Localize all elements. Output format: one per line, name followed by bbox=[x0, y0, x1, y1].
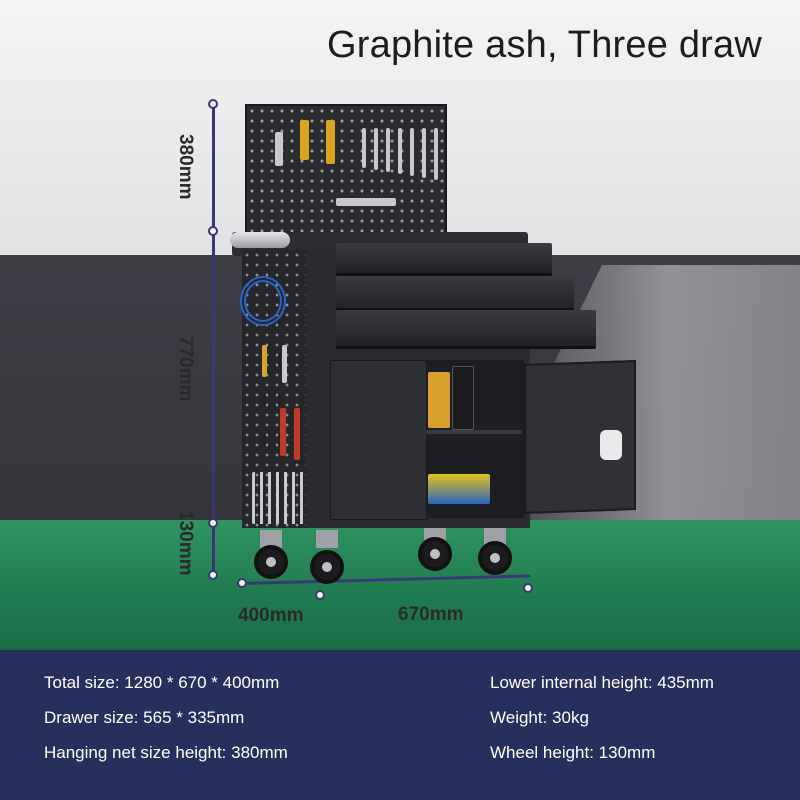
spec-weight: Weight: 30kg bbox=[490, 708, 589, 727]
spec-wheel-height: Wheel height: 130mm bbox=[490, 743, 656, 762]
cart-handle bbox=[230, 232, 290, 248]
screwdriver-tool bbox=[300, 120, 309, 160]
door-hook bbox=[600, 430, 622, 460]
screwdriver-tool bbox=[280, 408, 286, 456]
product-photo: Graphite ash, Three draw 380mm 770mm 130… bbox=[0, 0, 800, 650]
tool-box bbox=[428, 474, 490, 504]
wrench-tool bbox=[336, 198, 396, 206]
wrench-tool bbox=[275, 132, 283, 166]
vertical-dimension-line bbox=[212, 104, 215, 576]
depth-label: 400mm bbox=[238, 605, 304, 626]
cabinet-door-left bbox=[330, 360, 428, 520]
oil-bottle bbox=[452, 366, 474, 430]
wrench-tool bbox=[422, 128, 426, 178]
spec-total-size: Total size: 1280 * 670 * 400mm bbox=[44, 673, 280, 692]
wrench-tool bbox=[386, 128, 390, 172]
dimension-marker bbox=[237, 578, 247, 588]
drawer-1 bbox=[336, 243, 552, 276]
wrench-set bbox=[252, 472, 308, 524]
spec-hanging-net-size: Hanging net size height: 380mm bbox=[44, 743, 288, 762]
wrench-tool bbox=[398, 128, 402, 174]
screwdriver-tool bbox=[326, 120, 335, 164]
pegboard bbox=[245, 104, 447, 236]
spec-drawer-size: Drawer size: 565 * 335mm bbox=[44, 708, 245, 727]
specs-panel: Total size: 1280 * 670 * 400mm Drawer si… bbox=[0, 650, 800, 800]
spec-lower-internal-height: Lower internal height: 435mm bbox=[490, 673, 714, 692]
wrench-tool bbox=[374, 128, 378, 170]
dimension-marker bbox=[208, 570, 218, 580]
plier-tool bbox=[282, 345, 287, 383]
dimension-marker bbox=[208, 518, 218, 528]
wrench-tool bbox=[434, 128, 438, 180]
wheel bbox=[310, 550, 344, 584]
drawer-2 bbox=[336, 276, 574, 311]
wrench-tool bbox=[362, 128, 366, 168]
width-label: 670mm bbox=[398, 604, 464, 625]
wheel bbox=[418, 537, 452, 571]
hanging-height-label: 380mm bbox=[175, 134, 196, 200]
dimension-marker bbox=[208, 226, 218, 236]
dimension-marker bbox=[523, 583, 533, 593]
cabinet-height-label: 770mm bbox=[175, 336, 196, 402]
caster-bracket bbox=[260, 530, 282, 548]
wheel bbox=[254, 545, 288, 579]
drawer-3 bbox=[336, 310, 596, 349]
screwdriver-tool bbox=[294, 408, 300, 460]
dimension-marker bbox=[208, 99, 218, 109]
hose-coil bbox=[240, 276, 286, 326]
oil-can bbox=[428, 372, 450, 428]
caster-bracket bbox=[316, 530, 338, 548]
wrench-tool bbox=[410, 128, 414, 176]
plier-tool bbox=[262, 345, 267, 377]
wheel-height-label: 130mm bbox=[175, 510, 196, 576]
wheel bbox=[478, 541, 512, 575]
cabinet-shelf bbox=[426, 430, 522, 434]
product-title: Graphite ash, Three draw bbox=[327, 24, 762, 66]
green-floor bbox=[0, 520, 800, 650]
dimension-marker bbox=[315, 590, 325, 600]
